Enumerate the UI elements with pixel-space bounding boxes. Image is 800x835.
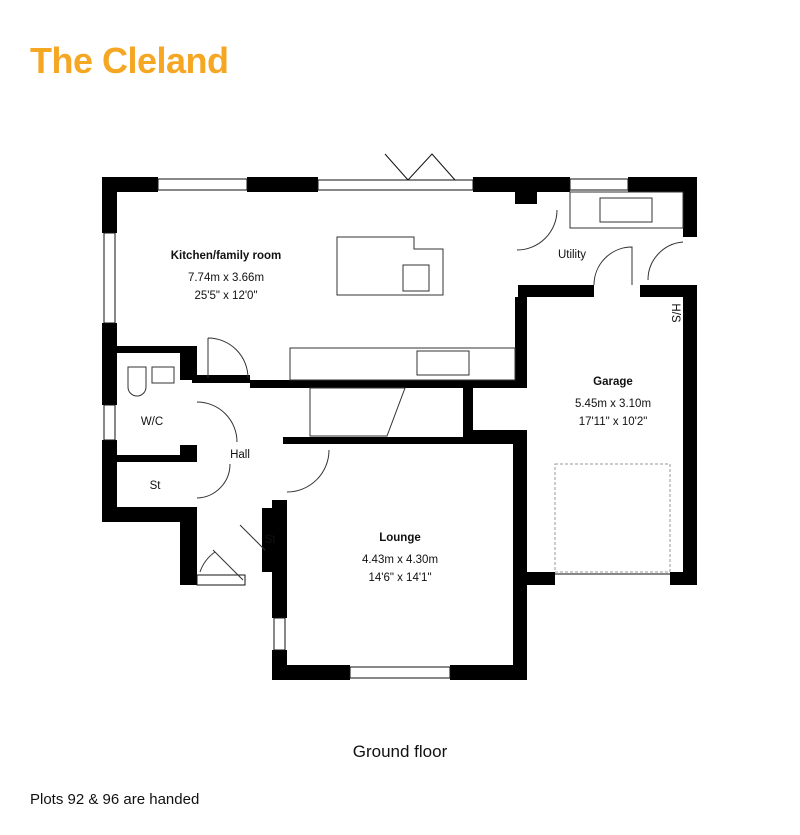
floor-label: Ground floor <box>352 742 448 761</box>
fittings <box>127 191 684 581</box>
lounge-metric: 4.43m x 4.30m <box>362 554 438 566</box>
walls <box>102 177 697 680</box>
lounge-name: Lounge <box>379 532 421 544</box>
handed-note: Plots 92 & 96 are handed <box>30 791 200 808</box>
page-title: The Cleland <box>30 40 229 81</box>
kitchen-imperial: 25'5" x 12'0" <box>194 290 257 302</box>
wc-name: W/C <box>141 416 163 428</box>
store2-name: St <box>265 534 277 546</box>
room-labels: Kitchen/family room 7.74m x 3.66m 25'5" … <box>141 249 681 584</box>
hs-label: H/S <box>669 303 681 323</box>
utility-name: Utility <box>558 249 586 261</box>
garage-name: Garage <box>593 376 633 388</box>
windows-doors <box>103 153 671 679</box>
store1-name: St <box>150 480 162 492</box>
garage-imperial: 17'11" x 10'2" <box>579 416 648 428</box>
hall-name: Hall <box>230 449 250 461</box>
lounge-imperial: 14'6" x 14'1" <box>368 572 431 584</box>
kitchen-metric: 7.74m x 3.66m <box>188 272 264 284</box>
kitchen-name: Kitchen/family room <box>171 250 282 262</box>
garage-metric: 5.45m x 3.10m <box>575 398 651 410</box>
